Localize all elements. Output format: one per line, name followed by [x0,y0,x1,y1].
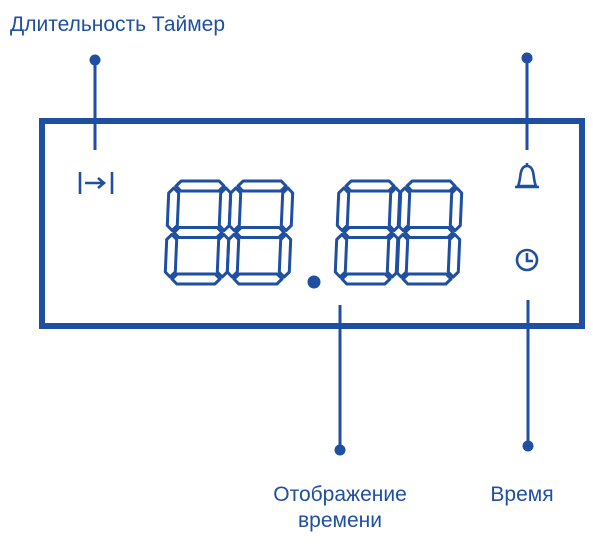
segment-f [396,186,412,232]
duration-arrow-icon [78,172,114,194]
segment-b [279,186,295,232]
leader-dot-bell [521,52,533,64]
segment-g [234,226,286,239]
digit-2 [225,179,295,286]
segment-a [174,179,226,193]
leader-dot-duration [89,54,101,66]
segment-d [170,272,222,286]
segment-d [340,272,392,286]
time-label: Время [490,483,554,506]
segment-g [172,226,224,239]
segment-d [232,272,284,286]
duration-timer-label: Длительность Таймер [10,13,226,36]
decimal-point [307,275,321,289]
segment-c [446,233,462,279]
segment-c [277,233,293,279]
segment-f [165,186,181,232]
segment-d [401,272,453,286]
segment-g [403,226,455,239]
leader-lines [89,52,534,456]
leader-dot-clock [522,440,534,452]
segment-a [405,179,457,193]
digit-4 [394,179,464,286]
time-display-label: Отображение времени [240,482,440,534]
seven-segment-display [163,179,464,286]
segment-e [333,233,349,279]
display-frame [39,118,585,329]
segment-a [236,179,288,193]
segment-f [227,186,243,232]
segment-a [344,179,396,193]
segment-e [225,233,241,279]
segment-g [342,226,394,239]
segment-b [448,186,464,232]
segment-e [163,233,179,279]
leader-dot-display [334,444,346,456]
clock-icon [515,248,539,272]
time-display-label-line2: времени [298,509,382,532]
digit-3 [333,179,403,286]
segment-e [394,233,410,279]
time-display-label-line1: Отображение [273,483,407,506]
segment-f [335,186,351,232]
digit-1 [163,179,233,286]
bell-icon [515,163,539,189]
